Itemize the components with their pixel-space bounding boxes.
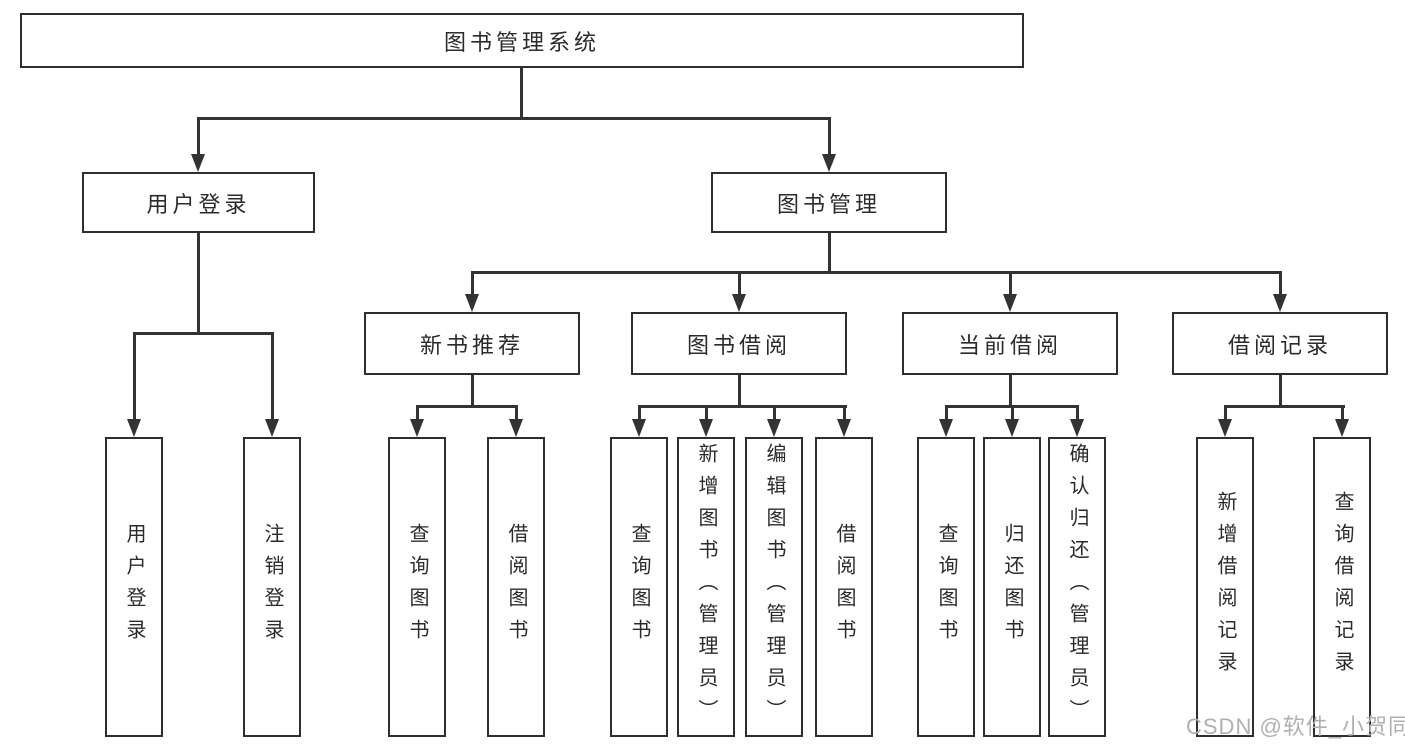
leaf-label: 查询图书 [935, 523, 957, 651]
node-leaf-user-login: 用户登录 [105, 437, 163, 737]
leaf-label: 编辑图书（管理员） [763, 443, 785, 731]
node-leaf-confirm-return-admin: 确认归还（管理员） [1048, 437, 1106, 737]
leaf-label: 新增图书（管理员） [695, 443, 717, 731]
arrowhead-icon [465, 294, 479, 312]
node-leaf-query-borrow-record: 查询借阅记录 [1313, 437, 1371, 737]
connector-line [1009, 375, 1012, 407]
node-leaf-borrow-books-1: 借阅图书 [487, 437, 545, 737]
leaf-label: 归还图书 [1001, 523, 1023, 651]
connector-line [416, 405, 518, 408]
connector-line [520, 68, 523, 118]
node-leaf-query-books-3: 查询图书 [917, 437, 975, 737]
leaf-label: 确认归还（管理员） [1066, 443, 1088, 731]
connector-line [471, 271, 474, 296]
connector-line [471, 271, 1282, 274]
connector-line [705, 405, 708, 421]
node-leaf-query-books-1: 查询图书 [388, 437, 446, 737]
connector-line [133, 332, 274, 335]
connector-line [738, 271, 741, 296]
connector-line [1009, 271, 1012, 296]
connector-line [1279, 375, 1282, 407]
watermark: CSDN @软件_小贺同学 [1186, 714, 1405, 739]
leaf-label: 新增借阅记录 [1214, 491, 1236, 683]
node-leaf-add-borrow-record: 新增借阅记录 [1196, 437, 1254, 737]
node-book-management: 图书管理 [711, 172, 947, 233]
node-new-book-recommendation: 新书推荐 [364, 312, 580, 375]
connector-line [843, 405, 846, 421]
connector-line [738, 375, 741, 407]
connector-line [416, 405, 419, 421]
arrowhead-icon [837, 419, 851, 437]
arrowhead-icon [265, 419, 279, 437]
leaf-label: 注销登录 [261, 523, 283, 651]
leaf-label: 用户登录 [123, 523, 145, 651]
arrowhead-icon [1218, 419, 1232, 437]
arrowhead-icon [127, 419, 141, 437]
leaf-label: 借阅图书 [505, 523, 527, 651]
connector-line [828, 117, 831, 154]
arrowhead-icon [939, 419, 953, 437]
connector-line [638, 405, 847, 408]
node-book-borrowing: 图书借阅 [631, 312, 847, 375]
leaf-label: 查询图书 [406, 523, 428, 651]
node-user-login: 用户登录 [82, 172, 315, 233]
leaf-label: 借阅图书 [833, 523, 855, 651]
node-leaf-add-books-admin: 新增图书（管理员） [677, 437, 735, 737]
arrowhead-icon [699, 419, 713, 437]
connector-line [828, 233, 831, 273]
connector-line [197, 233, 200, 334]
arrowhead-icon [410, 419, 424, 437]
arrowhead-icon [1003, 294, 1017, 312]
connector-line [1224, 405, 1345, 408]
node-current-borrowing: 当前借阅 [902, 312, 1118, 375]
connector-line [1076, 405, 1079, 421]
arrowhead-icon [1005, 419, 1019, 437]
arrowhead-icon [1335, 419, 1349, 437]
connector-line [773, 405, 776, 421]
connector-line [1279, 271, 1282, 296]
connector-line [1224, 405, 1227, 421]
node-borrow-records: 借阅记录 [1172, 312, 1388, 375]
node-library-management-system: 图书管理系统 [20, 13, 1024, 68]
arrowhead-icon [1273, 294, 1287, 312]
arrowhead-icon [822, 154, 836, 172]
connector-line [638, 405, 641, 421]
arrowhead-icon [509, 419, 523, 437]
connector-line [133, 332, 136, 421]
arrowhead-icon [732, 294, 746, 312]
leaf-label: 查询借阅记录 [1331, 491, 1353, 683]
node-leaf-edit-books-admin: 编辑图书（管理员） [745, 437, 803, 737]
node-leaf-logout: 注销登录 [243, 437, 301, 737]
arrowhead-icon [767, 419, 781, 437]
connector-line [945, 405, 948, 421]
connector-line [1341, 405, 1344, 421]
connector-line [1011, 405, 1014, 421]
node-leaf-return-books: 归还图书 [983, 437, 1041, 737]
node-leaf-query-books-2: 查询图书 [610, 437, 668, 737]
connector-line [471, 375, 474, 407]
node-leaf-borrow-books-2: 借阅图书 [815, 437, 873, 737]
connector-line [197, 117, 830, 120]
arrowhead-icon [1070, 419, 1084, 437]
arrowhead-icon [191, 154, 205, 172]
connector-line [515, 405, 518, 421]
connector-line [271, 332, 274, 421]
leaf-label: 查询图书 [628, 523, 650, 651]
arrowhead-icon [632, 419, 646, 437]
connector-line [197, 117, 200, 154]
